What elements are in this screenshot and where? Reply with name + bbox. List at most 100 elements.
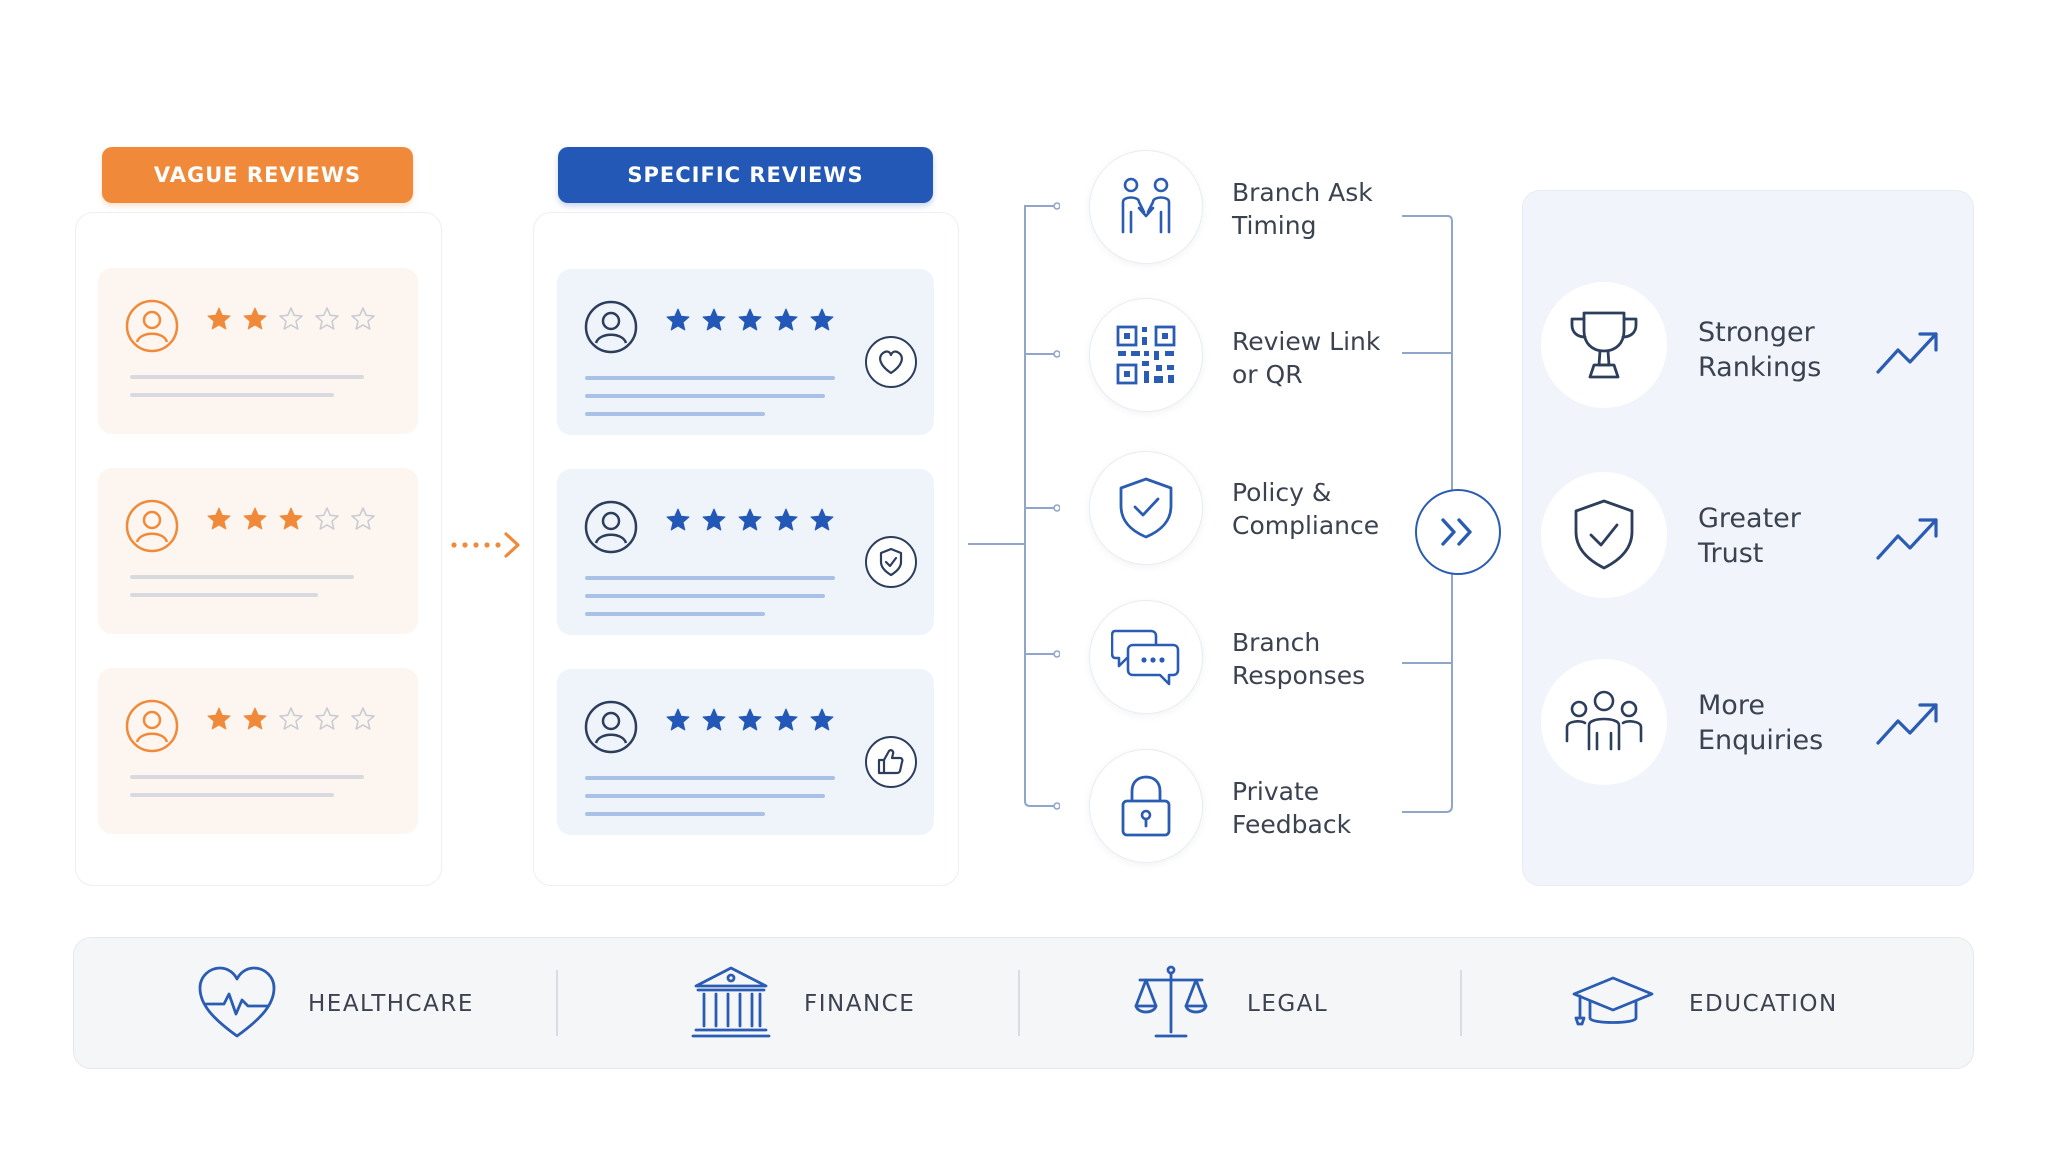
thumbs-up-icon bbox=[865, 736, 917, 788]
vague-review-card bbox=[98, 468, 418, 634]
step-label: Private Feedback bbox=[1232, 777, 1352, 839]
user-avatar-icon bbox=[584, 500, 638, 554]
sector-divider bbox=[1460, 970, 1462, 1036]
review-text-line bbox=[130, 793, 334, 797]
star-filled-icon bbox=[810, 708, 834, 731]
step-circle bbox=[1089, 451, 1203, 565]
review-text-line bbox=[130, 775, 364, 779]
sector-label: FINANCE bbox=[804, 991, 916, 1017]
step-label: Review Link or QR bbox=[1232, 327, 1381, 389]
next-arrow-button bbox=[1415, 489, 1501, 575]
star-filled-icon bbox=[243, 507, 267, 530]
qr-code-icon bbox=[1116, 325, 1176, 385]
step-label: Policy & Compliance bbox=[1232, 478, 1380, 540]
star-filled-icon bbox=[738, 708, 762, 731]
star-filled-icon bbox=[810, 508, 834, 531]
step-label: Branch Ask Timing bbox=[1232, 178, 1373, 240]
star-rating bbox=[665, 507, 835, 539]
step-circle bbox=[1089, 298, 1203, 412]
trend-up-icon bbox=[1876, 332, 1938, 374]
review-text-line bbox=[585, 812, 765, 816]
star-filled-icon bbox=[702, 508, 726, 531]
user-avatar-icon bbox=[125, 299, 179, 353]
user-avatar-icon bbox=[584, 700, 638, 754]
star-filled-icon bbox=[738, 308, 762, 331]
star-rating bbox=[206, 706, 376, 738]
step-label: Branch Responses bbox=[1232, 628, 1366, 690]
star-filled-icon bbox=[810, 308, 834, 331]
star-empty-icon bbox=[279, 307, 303, 330]
shield-check-icon bbox=[865, 536, 917, 588]
vague-review-card bbox=[98, 668, 418, 834]
star-filled-icon bbox=[666, 508, 690, 531]
sector-label: LEGAL bbox=[1247, 991, 1329, 1017]
review-text-line bbox=[585, 612, 765, 616]
specific-review-card bbox=[557, 469, 934, 635]
trend-up-icon bbox=[1876, 518, 1938, 560]
star-empty-icon bbox=[315, 307, 339, 330]
shield-check-icon bbox=[1574, 499, 1634, 570]
vague-reviews-header: VAGUE REVIEWS bbox=[102, 147, 413, 203]
dotted-arrow-icon bbox=[451, 532, 520, 558]
star-filled-icon bbox=[774, 308, 798, 331]
sector-divider bbox=[556, 970, 558, 1036]
review-text-line bbox=[585, 412, 765, 416]
review-text-line bbox=[585, 394, 825, 398]
star-filled-icon bbox=[666, 708, 690, 731]
review-text-line bbox=[130, 393, 334, 397]
branch-connector bbox=[968, 202, 1060, 810]
star-filled-icon bbox=[774, 708, 798, 731]
review-text-line bbox=[130, 375, 364, 379]
review-text-line bbox=[585, 576, 835, 580]
star-rating bbox=[665, 707, 835, 739]
outcome-circle bbox=[1541, 282, 1667, 408]
star-filled-icon bbox=[243, 307, 267, 330]
graduation-cap-icon bbox=[1572, 976, 1654, 1026]
vague-review-card bbox=[98, 268, 418, 434]
step-circle bbox=[1089, 600, 1203, 714]
bank-icon bbox=[691, 966, 771, 1038]
review-text-line bbox=[585, 776, 835, 780]
star-empty-icon bbox=[279, 707, 303, 730]
outcome-label: Greater Trust bbox=[1698, 503, 1801, 569]
heart-icon bbox=[865, 336, 917, 388]
specific-review-card bbox=[557, 669, 934, 835]
outcome-label: Stronger Rankings bbox=[1698, 317, 1822, 383]
review-text-line bbox=[130, 575, 354, 579]
star-filled-icon bbox=[702, 308, 726, 331]
double-chevron-right-icon bbox=[1441, 518, 1472, 546]
star-filled-icon bbox=[774, 508, 798, 531]
outcome-circle bbox=[1541, 472, 1667, 598]
star-filled-icon bbox=[738, 508, 762, 531]
star-filled-icon bbox=[702, 708, 726, 731]
star-empty-icon bbox=[351, 707, 375, 730]
user-avatar-icon bbox=[125, 699, 179, 753]
user-avatar-icon bbox=[584, 300, 638, 354]
star-rating bbox=[665, 307, 835, 339]
trend-up-icon bbox=[1876, 703, 1938, 745]
outcome-label: More Enquiries bbox=[1698, 690, 1824, 756]
step-circle bbox=[1089, 749, 1203, 863]
star-empty-icon bbox=[315, 507, 339, 530]
people-group-icon bbox=[1565, 690, 1643, 751]
user-avatar-icon bbox=[125, 499, 179, 553]
review-text-line bbox=[130, 593, 318, 597]
star-filled-icon bbox=[279, 507, 303, 530]
star-filled-icon bbox=[207, 507, 231, 530]
star-filled-icon bbox=[243, 707, 267, 730]
step-circle bbox=[1089, 150, 1203, 264]
sector-divider bbox=[1018, 970, 1020, 1036]
sector-label: HEALTHCARE bbox=[308, 991, 474, 1017]
review-text-line bbox=[585, 376, 835, 380]
trophy-icon bbox=[1570, 311, 1638, 379]
outcome-circle bbox=[1541, 659, 1667, 785]
sector-label: EDUCATION bbox=[1689, 991, 1838, 1017]
star-empty-icon bbox=[315, 707, 339, 730]
heart-pulse-icon bbox=[198, 966, 276, 1038]
star-empty-icon bbox=[351, 507, 375, 530]
scales-icon bbox=[1134, 965, 1208, 1038]
handshake-icon bbox=[1121, 177, 1171, 234]
star-empty-icon bbox=[351, 307, 375, 330]
review-text-line bbox=[585, 794, 825, 798]
lock-icon bbox=[1121, 775, 1171, 837]
